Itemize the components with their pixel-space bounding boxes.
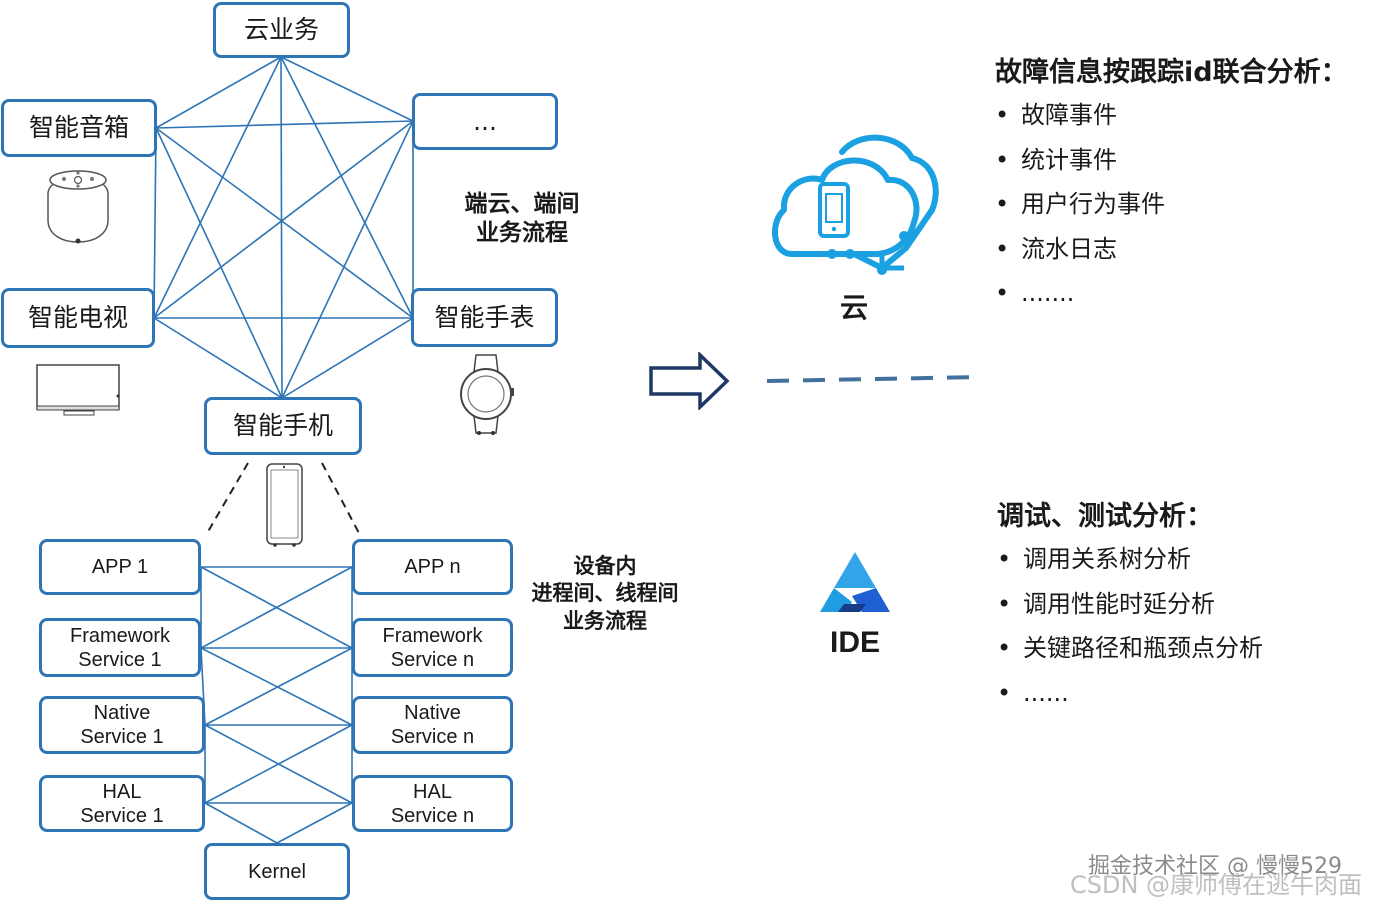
list-item: ......	[997, 671, 1263, 716]
framework-service-n-box: Framework Service n	[352, 618, 513, 677]
watermark-juejin: 掘金技术社区 @ 慢慢529	[1088, 854, 1342, 879]
watermark-csdn: CSDN @康师傅在逃牛肉面	[1070, 871, 1363, 899]
smart-watch-icon	[460, 354, 514, 435]
smart-phone-node: 智能手机	[204, 397, 362, 455]
list-item: 用户行为事件	[995, 182, 1165, 227]
list-item: 调用关系树分析	[997, 537, 1263, 582]
smart-speaker-node: 智能音箱	[1, 99, 157, 157]
hal-service-n-box: HAL Service n	[352, 775, 513, 832]
right-arrow-icon	[649, 352, 730, 410]
smart-tv-icon	[36, 364, 120, 416]
debug-analysis-title: 调试、测试分析：	[997, 501, 1213, 532]
cloud-label: 云	[839, 291, 868, 324]
in-device-flow-label: 设备内 进程间、线程间 业务流程	[531, 554, 679, 633]
app-n-box: APP n	[352, 539, 513, 595]
ide-logo-icon	[820, 552, 890, 612]
list-item: 统计事件	[995, 138, 1165, 183]
cloud-analysis-title: 故障信息按跟踪id联合分析：	[995, 57, 1348, 88]
smart-watch-node: 智能手表	[411, 288, 558, 347]
debug-analysis-list: 调用关系树分析 调用性能时延分析 关键路径和瓶颈点分析 ......	[997, 537, 1263, 715]
cloud-analysis-list: 故障事件 统计事件 用户行为事件 流水日志 .......	[995, 93, 1165, 316]
ide-label: IDE	[829, 626, 880, 659]
list-item: 关键路径和瓶颈点分析	[997, 626, 1263, 671]
kernel-box: Kernel	[204, 843, 350, 900]
smart-tv-node: 智能电视	[1, 288, 155, 348]
list-item: 调用性能时延分析	[997, 582, 1263, 627]
smart-speaker-icon	[47, 170, 109, 244]
list-item: .......	[995, 271, 1165, 316]
framework-service-1-box: Framework Service 1	[39, 618, 201, 677]
hal-service-1-box: HAL Service 1	[39, 775, 205, 832]
edge-cloud-flow-label: 端云、端间 业务流程	[464, 191, 580, 246]
more-devices-node: ...	[412, 93, 558, 150]
cloud-service-node: 云业务	[213, 2, 350, 58]
list-item: 流水日志	[995, 227, 1165, 272]
app-1-box: APP 1	[39, 539, 201, 595]
native-service-n-box: Native Service n	[352, 696, 513, 754]
smart-phone-icon	[266, 463, 303, 547]
native-service-1-box: Native Service 1	[39, 696, 205, 754]
cloud-phone-icon	[771, 134, 939, 275]
list-item: 故障事件	[995, 93, 1165, 138]
